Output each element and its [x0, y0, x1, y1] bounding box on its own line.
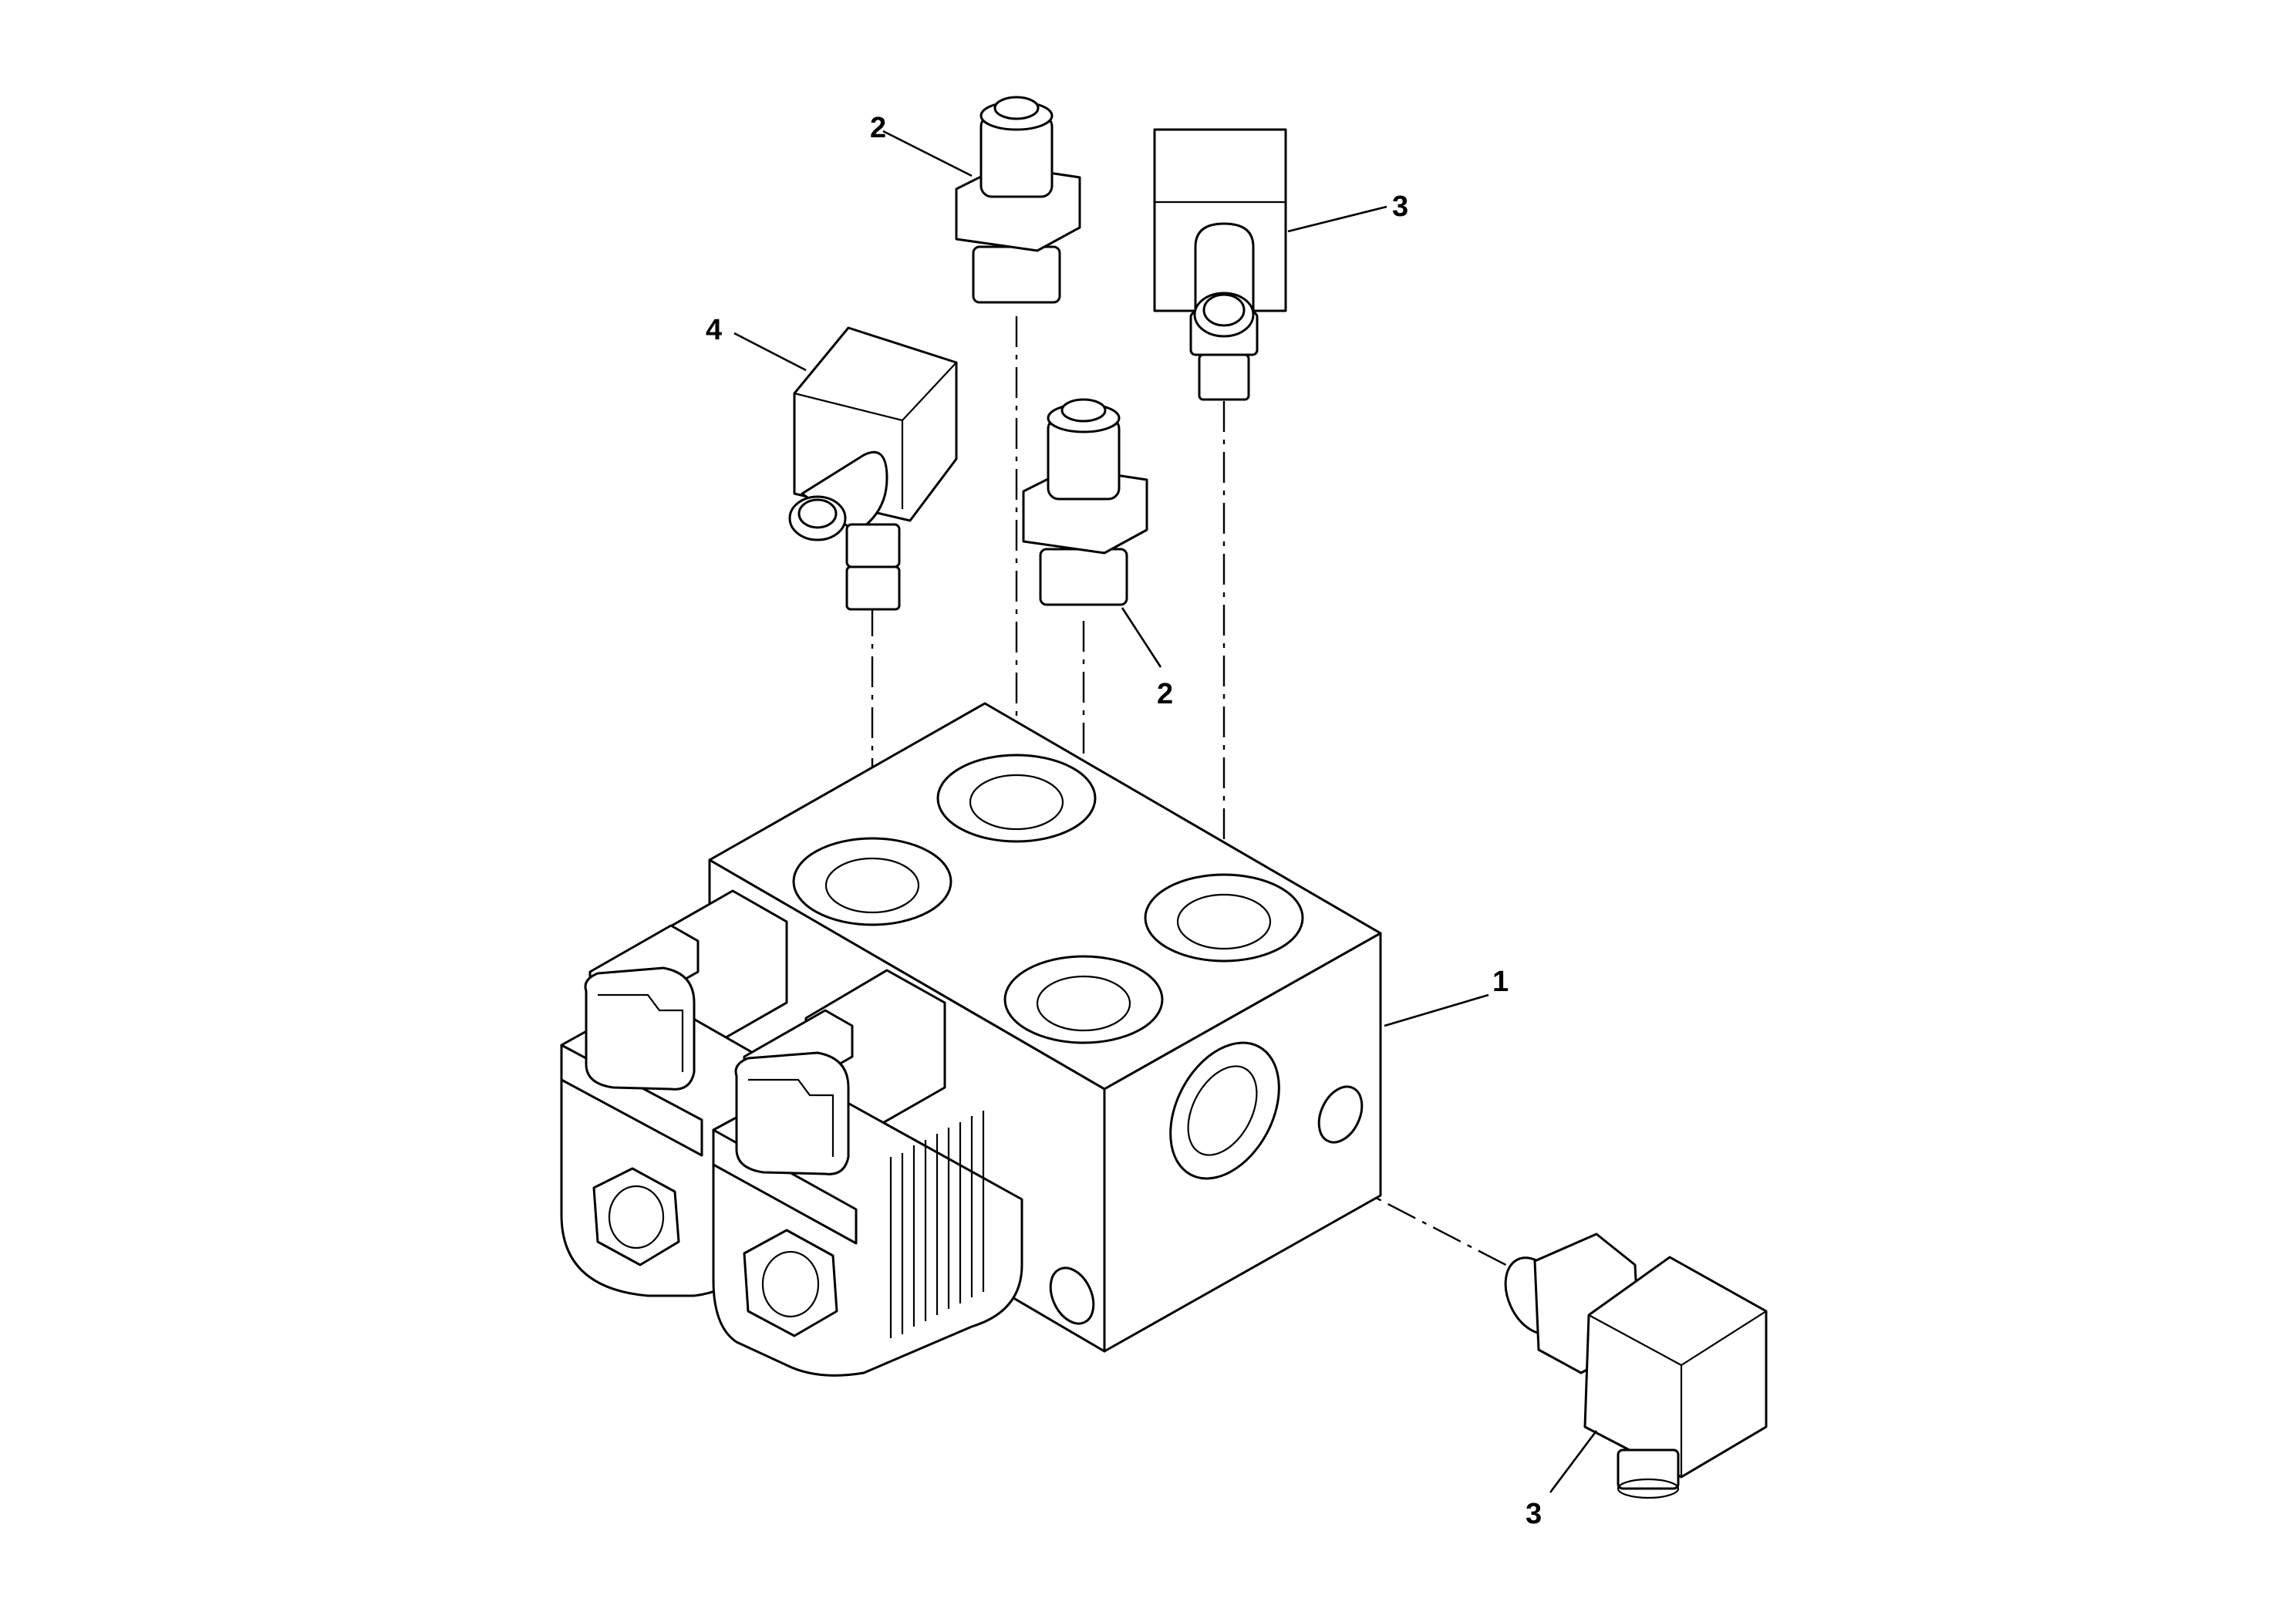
solenoid-coil-rear: [560, 889, 788, 1297]
sensor-plug: [955, 96, 1081, 304]
port-ring: [1144, 873, 1304, 963]
angled-connector: [1504, 1233, 1768, 1499]
side-port: [1169, 1041, 1280, 1180]
callout-4: 4: [706, 314, 722, 346]
callouts: 2 3 4 2 1 3: [706, 112, 1542, 1530]
callout-3: 3: [1526, 1498, 1542, 1530]
angled-connector: [1153, 128, 1287, 401]
port-ring: [792, 837, 952, 926]
valve-block: [708, 702, 1382, 1353]
leader-lines: [733, 130, 1598, 1493]
callout-2: 2: [1157, 678, 1173, 710]
angled-connector: [788, 326, 958, 611]
callout-2: 2: [870, 112, 886, 144]
callout-1: 1: [1492, 966, 1509, 998]
small-port: [1317, 1085, 1364, 1144]
coil-fins: [889, 1111, 985, 1338]
port-ring: [936, 754, 1097, 843]
small-port: [1049, 1266, 1095, 1325]
sensor-plug: [1022, 398, 1148, 606]
callout-3: 3: [1392, 191, 1408, 223]
solenoid-coil-front: [712, 969, 1023, 1377]
port-ring: [1003, 955, 1164, 1044]
